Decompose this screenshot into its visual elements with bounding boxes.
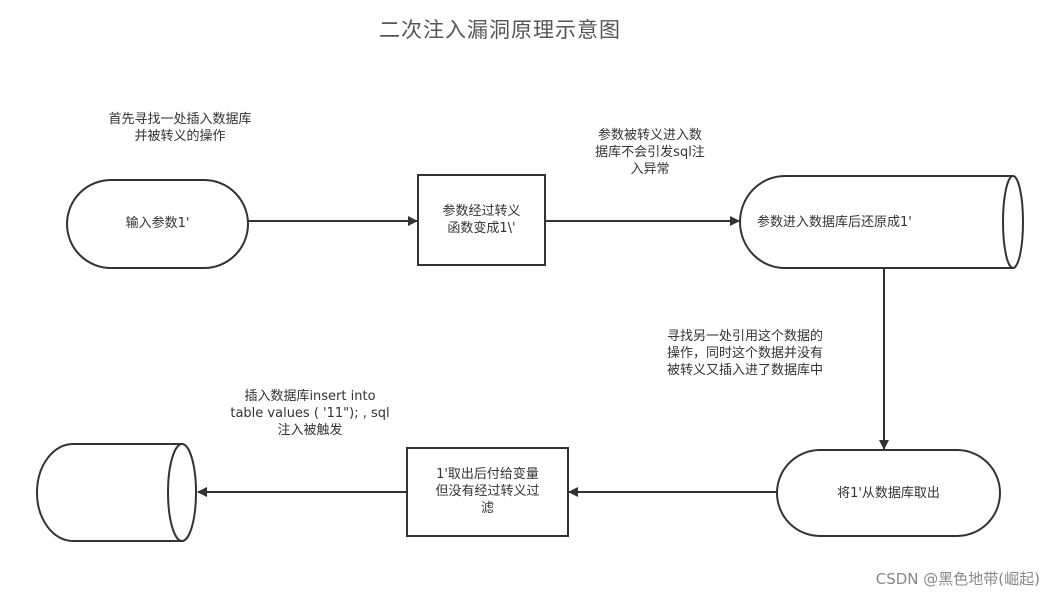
label-db-restore: 参数进入数据库后还原成1' — [757, 215, 912, 230]
label-escape-box: 参数经过转义 函数变成1\' — [442, 204, 521, 236]
database-final — [36, 443, 197, 542]
annotation-injection-triggered: 插入数据库insert into table values ( '11"); ,… — [230, 389, 390, 438]
diagram-title: 二次注入漏洞原理示意图 — [379, 18, 621, 42]
process-box-escape — [417, 174, 546, 266]
annotation-find-insert: 首先寻找一处插入数据库 并被转义的操作 — [108, 112, 252, 144]
label-fetch-from-db: 将1'从数据库取出 — [837, 486, 940, 501]
terminator-input-param — [66, 179, 249, 269]
process-box-assign — [406, 447, 569, 537]
annotation-no-exception: 参数被转义进入数 据库不会引发sql注 入异常 — [595, 128, 705, 177]
label-input-param: 输入参数1' — [125, 216, 190, 231]
annotation-find-reference: 寻找另一处引用这个数据的 操作，同时这个数据并没有 被转义又插入进了数据库中 — [666, 329, 823, 378]
watermark: CSDN @黑色地带(崛起) — [875, 570, 1040, 588]
database-db-restore — [739, 175, 1024, 269]
label-assign-box: 1'取出后付给变量 但没有经过转义过 滤 — [435, 467, 540, 516]
